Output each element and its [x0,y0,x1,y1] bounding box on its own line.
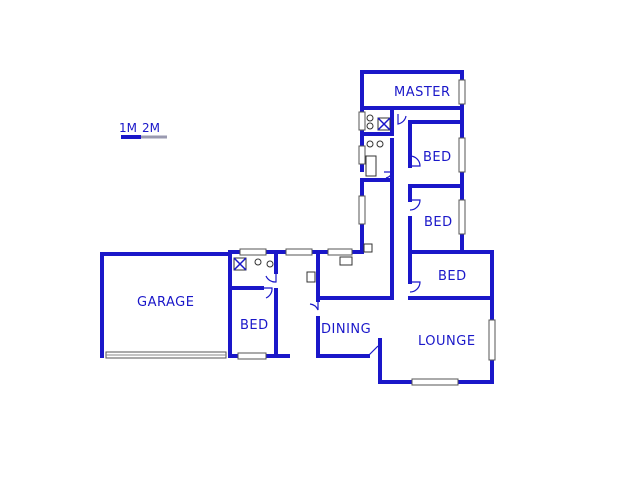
window-passage [358,195,366,225]
window-master [458,79,466,105]
windows [237,79,496,386]
window-kitchen-1 [285,248,313,256]
window-bath1 [358,111,366,131]
window-lounge-east [488,319,496,361]
room-label-bed-1: BED [423,150,452,165]
door-bed4 [262,287,273,299]
wall-garage [100,252,232,358]
window-bed2 [458,199,466,235]
toilet-2 [366,140,374,148]
door-bed2 [409,199,421,211]
window-kitchen-2 [327,248,353,256]
window-bed1 [458,137,466,173]
room-label-bed-4: BED [240,318,269,333]
room-label-master: MASTER [394,85,451,100]
door-bed3 [409,281,421,293]
bath-tub [365,155,377,177]
room-label-bed-3: BED [438,269,467,284]
basin-3 [266,260,274,268]
scale-bar: 1M 2M [119,121,167,139]
fixtures [233,114,391,283]
kitchen-sink [339,256,353,266]
scale-label-1m: 1M [119,121,137,135]
door-bath2 [384,171,393,179]
door-lounge [367,345,379,357]
window-bed4 [237,352,267,360]
room-label-garage: GARAGE [137,295,194,310]
basin-2 [376,140,384,148]
room-label-dining: DINING [321,322,371,337]
kitchen-appliance [306,271,316,283]
room-labels: MASTER BED BED BED GARAGE BED DINING LOU… [137,85,476,349]
window-bath2 [358,145,366,165]
window-bath3 [239,248,267,256]
room-label-bed-2: BED [424,215,453,230]
window-lounge-south [411,378,459,386]
door-dining [309,300,319,311]
basin-1 [366,122,374,130]
stove [363,243,373,253]
door-master [397,114,407,125]
room-label-lounge: LOUNGE [418,334,476,349]
toilet-3 [254,258,262,266]
door-bath3 [265,272,277,283]
garage-door [105,351,227,359]
doors [262,114,421,357]
door-bed1 [409,155,421,167]
scale-label-2m: 2M [142,121,160,135]
toilet-1 [366,114,374,122]
